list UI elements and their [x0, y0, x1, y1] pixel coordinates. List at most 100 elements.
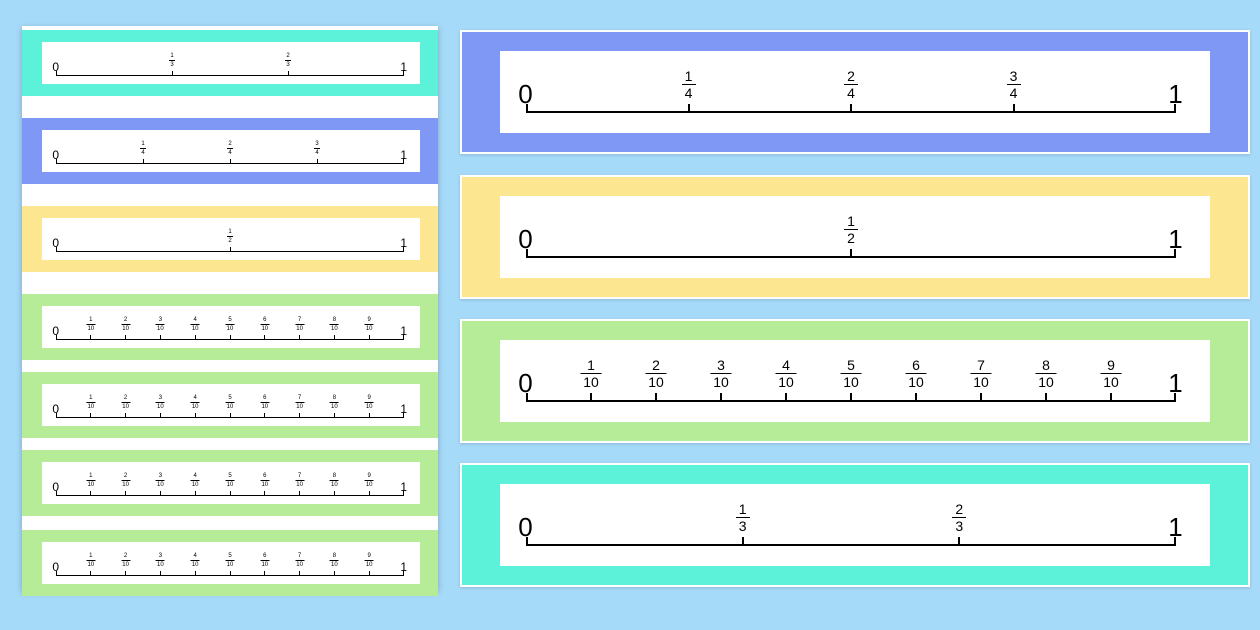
fraction-tick: [125, 571, 127, 576]
fraction-denominator: 10: [191, 326, 199, 332]
fraction-tick: [850, 104, 852, 113]
fraction-denominator: 10: [713, 374, 729, 390]
fraction-numerator: 6: [263, 473, 267, 479]
fraction-denominator: 10: [261, 482, 269, 488]
fraction-numerator: 4: [193, 473, 197, 479]
fraction-numerator: 3: [1009, 68, 1018, 84]
fraction-tick: [1045, 393, 1047, 402]
fraction-label: 9 10: [364, 553, 374, 568]
fraction-tick: [333, 335, 335, 340]
fraction-denominator: 10: [191, 482, 199, 488]
fraction-tick: [316, 159, 318, 164]
fraction-denominator: 3: [955, 518, 964, 534]
fraction-bar: [155, 560, 165, 561]
end-tick: [403, 571, 404, 576]
fraction-denominator: 10: [122, 404, 129, 410]
fraction-denominator: 10: [157, 326, 164, 332]
fraction-tick: [159, 491, 161, 496]
fraction-numerator: 2: [123, 317, 128, 323]
fraction-numerator: 3: [717, 357, 725, 373]
fraction-tick: [229, 335, 231, 340]
fraction-numerator: 9: [367, 553, 371, 559]
fraction-numerator: 5: [847, 357, 855, 373]
fraction-denominator: 10: [157, 482, 164, 488]
fraction-numerator: 6: [912, 357, 920, 373]
fraction-bar: [227, 148, 233, 149]
fraction-denominator: 2: [228, 238, 232, 244]
fraction-tick: [299, 413, 301, 418]
fraction-numerator: 1: [587, 357, 595, 373]
end-tick: [1174, 104, 1176, 113]
end-label: 1: [1168, 224, 1183, 254]
fraction-numerator: 7: [977, 357, 985, 373]
fraction-bar: [225, 402, 235, 403]
fraction-tick: [159, 413, 161, 418]
end-tick: [1174, 249, 1176, 258]
fraction-tick: [229, 159, 231, 164]
fraction-bar: [295, 560, 305, 561]
end-tick: [403, 159, 404, 164]
fraction-numerator: 2: [228, 141, 232, 147]
fraction-bar: [952, 517, 967, 518]
fraction-denominator: 4: [684, 85, 693, 101]
fraction-bar: [735, 517, 750, 518]
fraction-denominator: 10: [261, 326, 269, 332]
fraction-tick: [785, 393, 787, 402]
start-tick: [526, 249, 528, 258]
fraction-numerator: 7: [297, 395, 302, 401]
fraction-numerator: 1: [89, 473, 93, 479]
fraction-bar: [285, 60, 291, 61]
fraction-bar: [86, 402, 96, 403]
fraction-numerator: 4: [193, 317, 197, 323]
end-tick: [403, 491, 404, 496]
fraction-denominator: 10: [261, 404, 269, 410]
fraction-denominator: 10: [331, 326, 338, 332]
fraction-bar: [840, 373, 862, 374]
fraction-bar: [190, 480, 200, 481]
fraction-denominator: 10: [365, 562, 373, 568]
end-label: 1: [1168, 79, 1183, 109]
fraction-denominator: 10: [1038, 374, 1054, 390]
end-tick: [403, 335, 404, 340]
fraction-tick: [915, 393, 917, 402]
fraction-bar: [329, 324, 339, 325]
fraction-bar: [190, 560, 200, 561]
fraction-denominator: 10: [331, 562, 338, 568]
fraction-denominator: 4: [1009, 85, 1018, 101]
fraction-denominator: 10: [87, 404, 95, 410]
start-tick: [56, 413, 57, 418]
end-label: 1: [400, 480, 408, 494]
fraction-numerator: 3: [315, 141, 319, 147]
fraction-bar: [364, 480, 374, 481]
fraction-denominator: 4: [141, 150, 145, 156]
fraction-label: 4 10: [190, 317, 200, 332]
fraction-bar: [1006, 84, 1021, 85]
fraction-numerator: 4: [193, 395, 197, 401]
fraction-bar: [86, 324, 96, 325]
fraction-denominator: 10: [87, 562, 95, 568]
end-label: 1: [400, 148, 408, 162]
start-tick: [56, 159, 57, 164]
fraction-tick: [368, 571, 370, 576]
